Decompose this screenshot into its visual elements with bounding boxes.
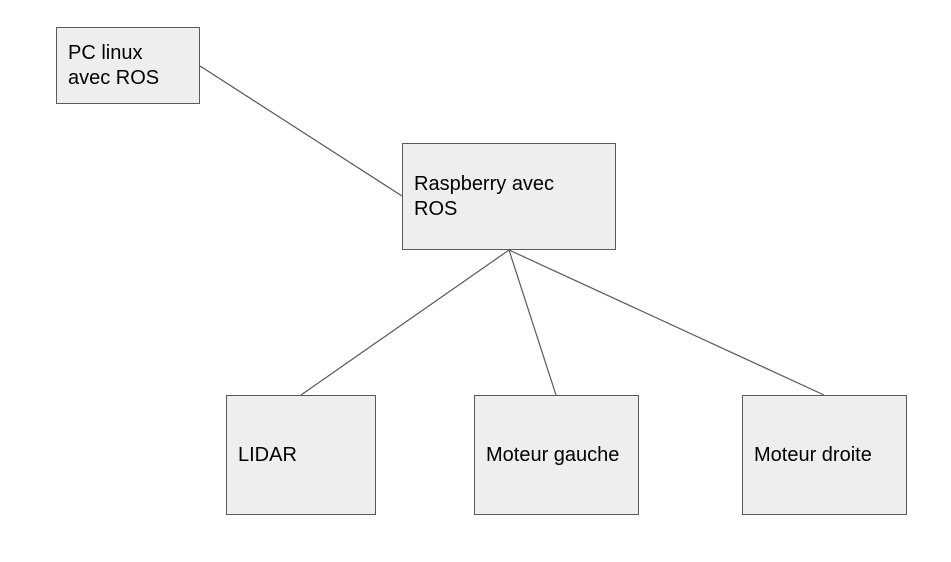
node-moteur-gauche-label: Moteur gauche: [486, 443, 620, 466]
edge-raspberry-moteur-gauche: [508, 249, 557, 396]
edge-raspberry-moteur-droite: [508, 249, 825, 396]
node-pc-linux-label: PC linux avec ROS: [68, 42, 160, 89]
node-moteur-gauche: Moteur gauche: [474, 395, 639, 515]
node-lidar: LIDAR: [226, 395, 376, 515]
node-moteur-droite-label: Moteur droite: [754, 443, 872, 466]
node-raspberry-label: Raspberry avec ROS: [414, 172, 555, 220]
node-lidar-label: LIDAR: [238, 443, 297, 466]
node-pc-linux: PC linux avec ROS: [56, 27, 200, 104]
edge-raspberry-lidar: [300, 249, 510, 396]
node-moteur-droite: Moteur droite: [742, 395, 907, 515]
node-raspberry: Raspberry avec ROS: [402, 143, 616, 250]
edge-pc-raspberry: [199, 65, 403, 197]
